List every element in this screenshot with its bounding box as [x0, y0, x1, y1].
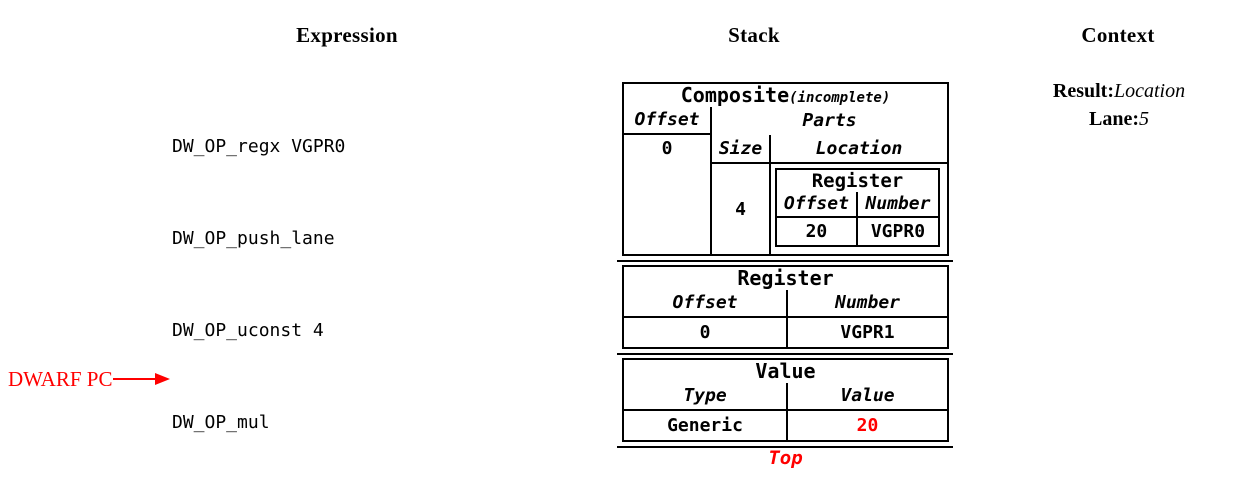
- part-register-offset-value: 20: [805, 221, 828, 242]
- right-arrow-line: [113, 378, 156, 380]
- lane-label: Lane:: [1089, 108, 1139, 130]
- stack-column-header: Stack: [728, 23, 780, 47]
- right-arrow-icon: [155, 373, 171, 385]
- stack-entry-value: Value Type Value Generic 20: [622, 358, 949, 442]
- stack-separator: [617, 353, 953, 355]
- part-register-number-header: Number: [855, 192, 938, 216]
- value-value-value: 20: [786, 411, 947, 440]
- value-value-row: Generic 20: [624, 411, 947, 440]
- composite-offset-value: 0: [661, 138, 673, 159]
- composite-location-cell: Register Offset Number 20 VGPR0: [769, 164, 947, 254]
- expression-line: DW_OP_uconst 4: [172, 320, 324, 341]
- register-offset-header: Offset: [672, 292, 738, 313]
- composite-qualifier: (incomplete): [789, 90, 891, 106]
- value-header-row: Type Value: [624, 383, 947, 411]
- expression-column-header: Expression: [296, 23, 398, 47]
- context-result-line: Result:Location: [985, 77, 1241, 105]
- context-lane-line: Lane:5: [985, 105, 1241, 133]
- result-value: Location: [1113, 80, 1186, 102]
- part-register-title: Register: [811, 170, 904, 192]
- dwarf-pc-pointer: DWARF PC: [8, 366, 171, 392]
- composite-part-subheader-row: Size Location: [712, 135, 947, 164]
- register-number-header: Number: [786, 290, 947, 316]
- stack-top-label: Top: [768, 447, 803, 469]
- register-offset-value: 0: [699, 322, 711, 343]
- stack-separator: [617, 260, 953, 262]
- composite-parts-column: Parts Size Location 4 Register Offset Nu…: [712, 107, 947, 254]
- register-value-row: 0 VGPR1: [624, 318, 947, 347]
- lane-value: 5: [1139, 108, 1149, 130]
- stack-separator: [617, 446, 953, 448]
- value-title: Value: [755, 359, 816, 383]
- part-register-number-value: VGPR0: [855, 218, 938, 245]
- value-type-header: Type: [683, 385, 727, 406]
- composite-offset-column: Offset 0: [624, 107, 712, 254]
- expression-line: DW_OP_mul: [172, 412, 270, 434]
- context-column-header: Context: [1081, 23, 1155, 47]
- part-register-value-row: 20 VGPR0: [777, 218, 938, 245]
- composite-offset-header: Offset: [624, 107, 710, 135]
- register-title: Register: [737, 266, 834, 290]
- value-type-value: Generic: [667, 415, 743, 436]
- register-header-row: Offset Number: [624, 290, 947, 318]
- result-label: Result:: [1052, 80, 1114, 102]
- composite-part-row: 4 Register Offset Number 20 VGPR0: [712, 164, 947, 254]
- composite-parts-header: Parts: [802, 110, 857, 131]
- dwarf-pc-label: DWARF PC: [8, 366, 113, 391]
- context-block: Result:Location Lane:5: [985, 77, 1241, 133]
- expression-list: DW_OP_regx VGPR0 DW_OP_push_lane DW_OP_u…: [172, 70, 345, 503]
- composite-size-value: 4: [735, 198, 746, 220]
- composite-title-row: Composite(incomplete): [624, 84, 947, 107]
- value-value-header: Value: [786, 383, 947, 409]
- expression-line: DW_OP_regx VGPR0: [172, 135, 346, 157]
- composite-location-header: Location: [769, 135, 947, 162]
- part-register-table: Register Offset Number 20 VGPR0: [775, 168, 940, 247]
- composite-title: Composite: [680, 83, 790, 107]
- stack-entry-register: Register Offset Number 0 VGPR1: [622, 265, 949, 349]
- composite-body: Offset 0 Parts Size Location 4 Register …: [624, 107, 947, 254]
- stack-entry-composite: Composite(incomplete) Offset 0 Parts Siz…: [622, 82, 949, 256]
- expression-line: DW_OP_push_lane: [172, 227, 335, 249]
- part-register-offset-header: Offset: [783, 193, 849, 214]
- register-number-value: VGPR1: [786, 318, 947, 347]
- composite-size-header: Size: [718, 138, 763, 159]
- part-register-header-row: Offset Number: [777, 192, 938, 218]
